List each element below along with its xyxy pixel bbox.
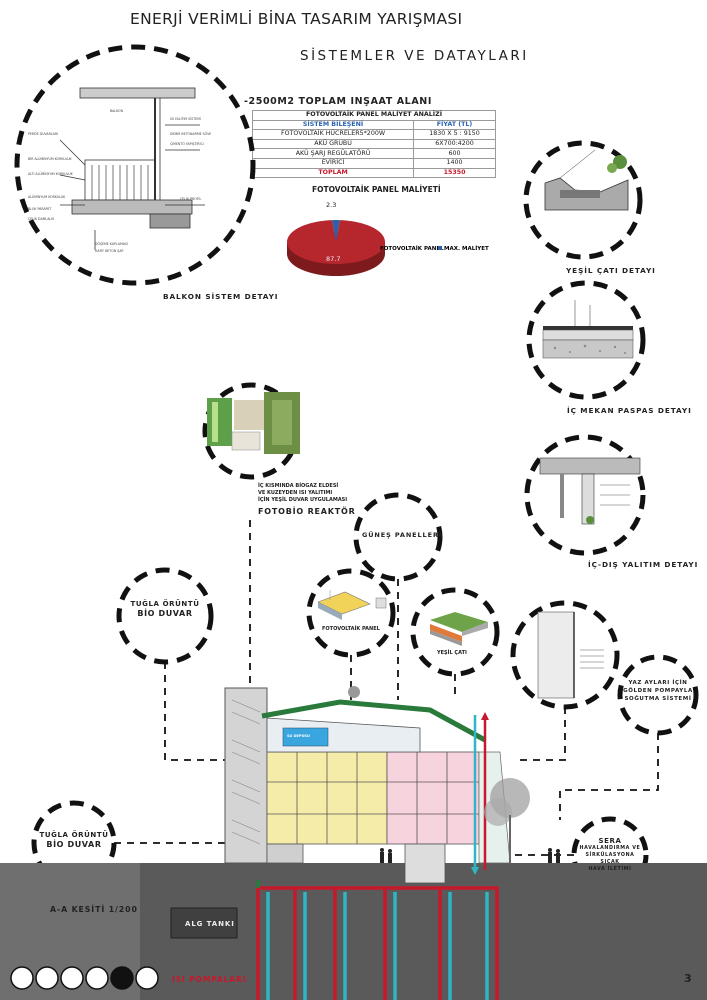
pv-panel-circle bbox=[306, 568, 396, 658]
pagination bbox=[10, 966, 159, 990]
pie-slices bbox=[287, 220, 385, 264]
greenhouse-title: SERA bbox=[598, 837, 622, 845]
heat-pump-pipes bbox=[256, 880, 499, 1000]
insulation-detail-drawing bbox=[539, 457, 641, 525]
balcony-detail-drawing bbox=[59, 87, 205, 250]
pagination-dot[interactable] bbox=[10, 966, 34, 990]
summer-line: GÖLDEN POMPAYLA bbox=[623, 688, 693, 694]
interior-mat-detail-drawing bbox=[542, 300, 634, 359]
table-cell: 15350 bbox=[413, 167, 496, 179]
svg-text:BİR ALÜMİNYUM KORKULUK: BİR ALÜMİNYUM KORKULUK bbox=[28, 156, 73, 161]
pagination-dot[interactable] bbox=[135, 966, 159, 990]
pie-title: FOTOVOLTAİK PANEL MALİYETİ bbox=[312, 185, 441, 194]
interior-mat-detail-circle bbox=[526, 280, 646, 400]
pie-chart: 2.3 87.7 FOTOVOLTAİK PANEL MAX. MALİYET bbox=[287, 201, 489, 276]
svg-text:PERDE DUVARLARI: PERDE DUVARLARI bbox=[28, 132, 58, 136]
balcony-detail-label: BALKON SİSTEM DETAYI bbox=[163, 292, 279, 301]
page-title: ENERJİ VERİMLİ BİNA TASARIM YARIŞMASI bbox=[130, 10, 463, 28]
greenhouse-label: SERA HAVALANDIRMA VE SİRKÜLASYONA SICAK … bbox=[578, 838, 642, 873]
solar-panels-circle bbox=[353, 492, 443, 582]
green-roof-detail-label: YEŞİL ÇATI DETAYI bbox=[566, 266, 656, 275]
svg-text:ISI YALITIM SİSTEMİ: ISI YALITIM SİSTEMİ bbox=[170, 116, 201, 121]
photobio-reactor-label: FOTOBİO REAKTÖR bbox=[258, 507, 356, 516]
insulation-detail-circle bbox=[524, 434, 646, 556]
greenhouse-line: HAVA İLETİMİ bbox=[588, 867, 632, 872]
green-roof-small-drawing bbox=[430, 612, 488, 646]
brick-wall-2-label-bottom: BİO DUVAR bbox=[46, 840, 102, 849]
summer-line: SOĞUTMA SİSTEMİ bbox=[624, 696, 692, 702]
svg-text:ÇELİK DAMLALIK: ÇELİK DAMLALIK bbox=[28, 216, 55, 221]
photobio-note-1: İÇ KISMINDA BİOGAZ ELDESİ bbox=[258, 483, 339, 489]
table-row-total: TOPLAM 15350 bbox=[251, 167, 496, 179]
pie-slice bbox=[287, 220, 385, 264]
brick-wall-label: TUĞLA ÖRÜNTÜ BİO DUVAR bbox=[125, 600, 205, 618]
green-roof-small-circle bbox=[410, 587, 500, 677]
pie-value-label: 2.3 bbox=[326, 201, 336, 209]
greenhouse-line: HAVALANDIRMA VE bbox=[579, 846, 641, 851]
summer-line: YAZ AYLARI İÇİN bbox=[628, 680, 688, 686]
wall-section-drawing bbox=[537, 611, 604, 699]
page-number: 3 bbox=[684, 972, 692, 985]
legend-label: MAX. MALİYET bbox=[444, 245, 489, 252]
brick-wall-2-label: TUĞLA ÖRÜNTÜ BİO DUVAR bbox=[34, 831, 114, 849]
legend-label: FOTOVOLTAİK PANEL bbox=[380, 245, 444, 252]
page-subtitle: SİSTEMLER VE DATAYLARI bbox=[300, 48, 529, 64]
pie-value-label: 87.7 bbox=[326, 255, 340, 263]
pagination-dot[interactable] bbox=[110, 966, 134, 990]
svg-text:ALÜMİNYUM KORKULUK: ALÜMİNYUM KORKULUK bbox=[28, 194, 66, 199]
green-roof-small-label: YEŞİL ÇATI bbox=[437, 650, 467, 656]
pv-panel-label: FOTOVOLTAİK PANEL bbox=[322, 626, 380, 632]
svg-text:ÇELİK PROFİL: ÇELİK PROFİL bbox=[180, 196, 201, 201]
pagination-dot[interactable] bbox=[60, 966, 84, 990]
svg-text:DEMİR BETONARME SÖVE: DEMİR BETONARME SÖVE bbox=[170, 131, 211, 136]
svg-text:HAFİF BETON ŞAP: HAFİF BETON ŞAP bbox=[95, 248, 124, 253]
green-roof-detail-drawing bbox=[544, 149, 629, 211]
pv-panel-drawing bbox=[317, 590, 387, 620]
svg-text:BLOK PARAPET: BLOK PARAPET bbox=[28, 207, 52, 211]
leader-line bbox=[520, 707, 566, 761]
green-roof-detail-circle bbox=[523, 140, 643, 260]
photobio-note-2: VE KUZEYDEN ISI YALITIMI bbox=[258, 490, 333, 496]
svg-text:DÖŞEME KAPLAMASI: DÖŞEME KAPLAMASI bbox=[95, 241, 128, 246]
brick-wall-label-bottom: BİO DUVAR bbox=[137, 609, 193, 618]
area-note: -2500M2 TOPLAM INŞAAT ALANI bbox=[244, 96, 432, 107]
alg-tank bbox=[170, 907, 238, 939]
pagination-dot[interactable] bbox=[35, 966, 59, 990]
svg-text:ALTI ALÜMİNYUM KORKULUK: ALTI ALÜMİNYUM KORKULUK bbox=[28, 171, 74, 176]
building-section bbox=[224, 686, 560, 884]
section-label: A-A KESİTİ 1/200 bbox=[50, 905, 138, 914]
brick-wall-2-label-top: TUĞLA ÖRÜNTÜ bbox=[39, 831, 109, 839]
greenhouse-line: SİRKÜLASYONA SICAK bbox=[585, 853, 635, 865]
water-tank-label: SU DEPOSU bbox=[287, 734, 310, 738]
interior-mat-label: İÇ MEKAN PASPAS DETAYI bbox=[567, 406, 692, 415]
heat-pumps-label: ISI POMPALARI bbox=[172, 975, 247, 984]
insulation-label: İÇ-DIŞ YALITIM DETAYI bbox=[588, 560, 699, 569]
photobio-note-3: İÇİN YEŞİL DUVAR UYGULAMASI bbox=[258, 497, 348, 503]
alg-tank-label: ALG TANKI bbox=[185, 920, 235, 928]
svg-text:BALKON: BALKON bbox=[110, 109, 124, 113]
legend-swatch bbox=[374, 246, 378, 250]
pie-slice bbox=[332, 220, 340, 242]
brick-wall-label-top: TUĞLA ÖRÜNTÜ bbox=[130, 600, 200, 608]
leader-line bbox=[559, 733, 659, 820]
photobio-images bbox=[207, 392, 300, 454]
legend-swatch bbox=[438, 246, 442, 250]
svg-text:ÇİMENTO YAPIŞTIRICI: ÇİMENTO YAPIŞTIRICI bbox=[170, 141, 204, 146]
pagination-dot[interactable] bbox=[85, 966, 109, 990]
balcony-detail-circle bbox=[14, 44, 256, 286]
leader-line bbox=[164, 662, 225, 761]
solar-panels-label: GÜNEŞ PANELLERİ bbox=[362, 531, 443, 539]
summer-cooling-label: YAZ AYLARI İÇİN GÖLDEN POMPAYLA SOĞUTMA … bbox=[623, 679, 693, 703]
